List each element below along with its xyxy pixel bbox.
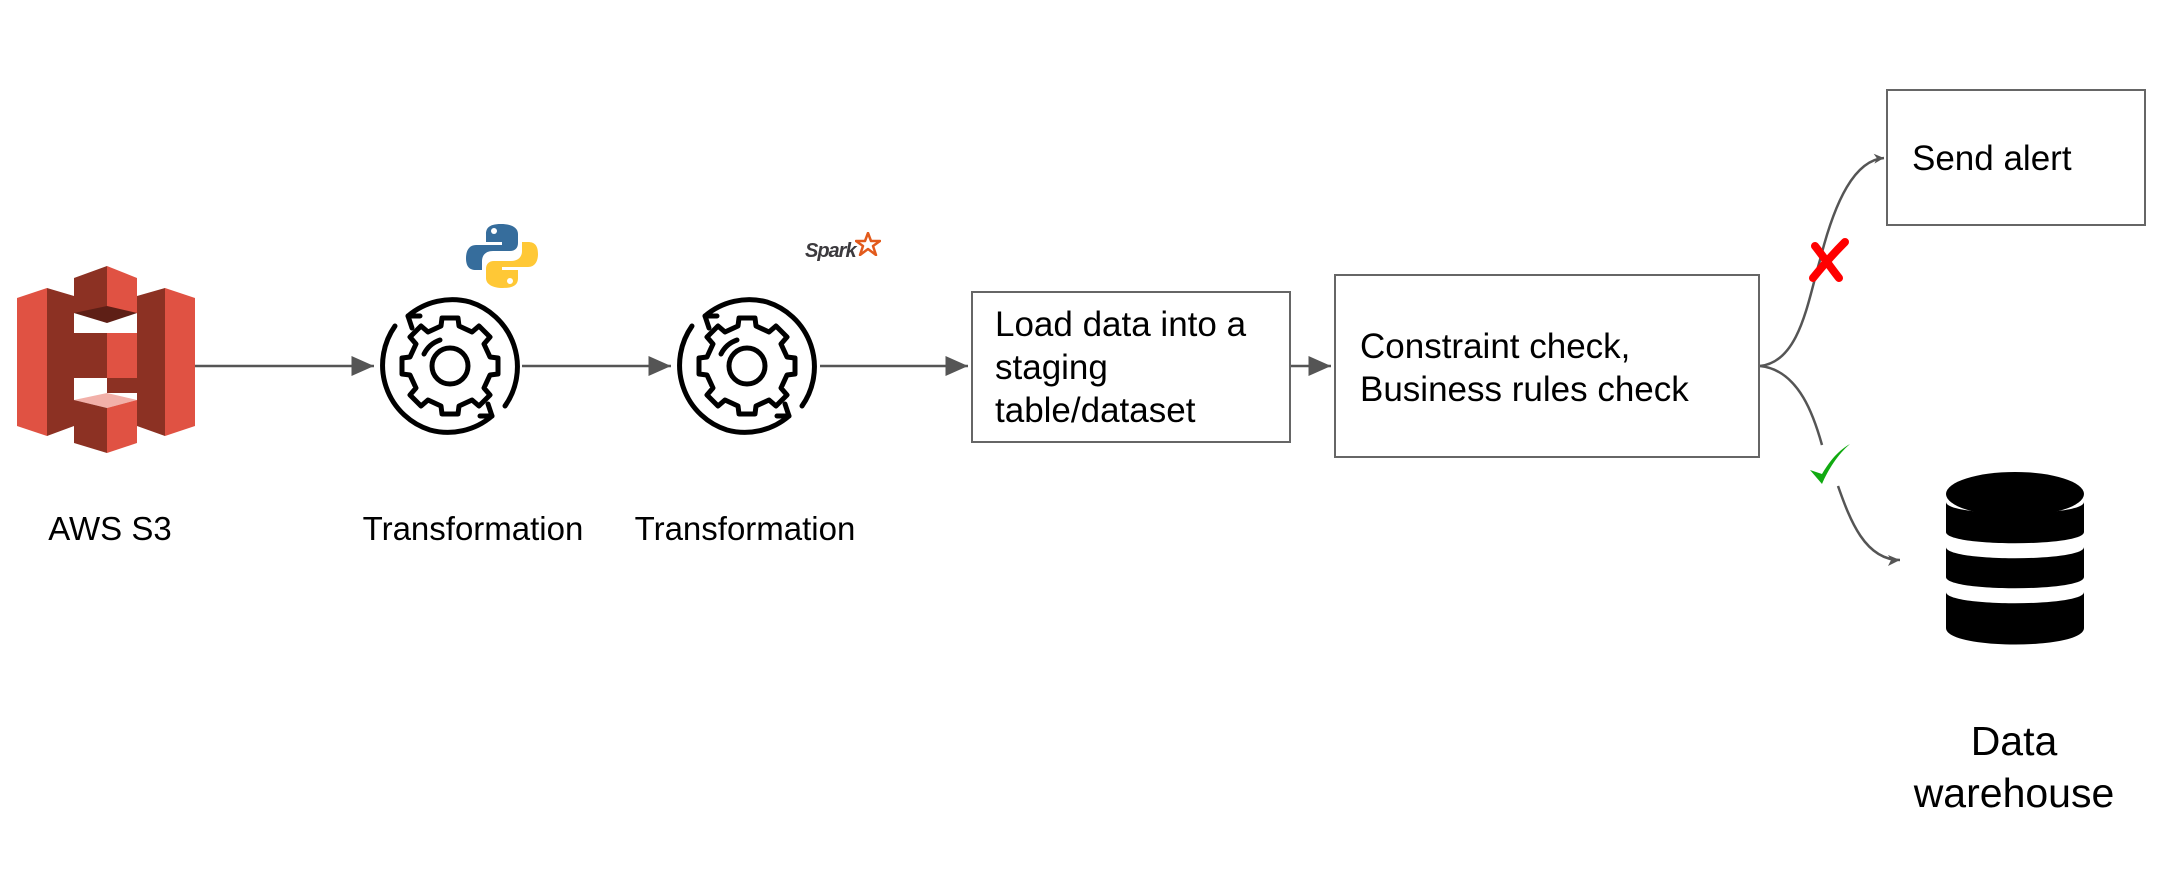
send-alert-box[interactable]: Send alert: [1886, 89, 2146, 226]
checks-line-2: Business rules check: [1360, 370, 1689, 409]
gear-cycle-icon: [380, 297, 520, 435]
gear-cycle-icon: [677, 297, 817, 435]
warehouse-label-line-1: Data: [1970, 718, 2058, 764]
cross-icon: [1809, 238, 1849, 282]
warehouse-label: Data warehouse: [1884, 715, 2144, 819]
transform1-label: Transformation: [362, 510, 584, 547]
python-logo-icon: [466, 224, 538, 288]
load-staging-box[interactable]: Load data into a staging table/dataset: [971, 291, 1291, 443]
send-alert-label: Send alert: [1912, 139, 2072, 178]
edge-checks-to-warehouse: [1759, 364, 1901, 562]
checks-box[interactable]: Constraint check, Business rules check: [1334, 274, 1760, 458]
load-line-2: staging: [995, 348, 1108, 387]
spark-star-icon: [855, 232, 881, 256]
load-line-1: Load data into a: [995, 305, 1247, 344]
spark-logo-icon: Spark: [805, 232, 885, 268]
warehouse-label-line-2: warehouse: [1913, 770, 2115, 816]
checks-line-1: Constraint check,: [1360, 327, 1631, 366]
transform2-label: Transformation: [634, 510, 856, 547]
load-line-3: table/dataset: [995, 391, 1196, 430]
s3-label: AWS S3: [48, 510, 172, 547]
aws-s3-icon: [17, 266, 195, 453]
check-icon: [1810, 444, 1850, 484]
database-icon: [1946, 472, 2084, 645]
edge-checks-to-alert: [1759, 153, 1885, 368]
